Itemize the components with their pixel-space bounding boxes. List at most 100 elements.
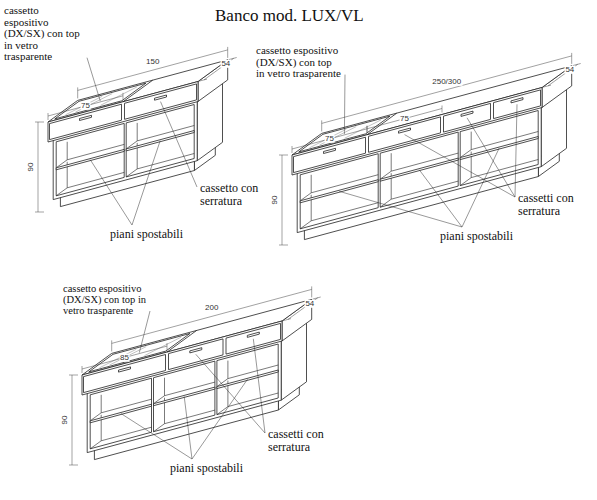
drawer-handle	[511, 98, 523, 103]
callout-text: piani spostabili	[170, 462, 243, 475]
top-box-front	[292, 88, 542, 176]
dimension-tick	[321, 120, 322, 131]
dimension-tick	[279, 155, 288, 156]
dimension-text: 75	[399, 114, 410, 122]
leader-line	[339, 191, 462, 227]
bay-inner-edge	[164, 378, 165, 396]
drawer-handle	[399, 128, 411, 133]
drawer-handle	[324, 148, 336, 153]
bay-inner-edge	[67, 142, 68, 160]
dimension-tick	[199, 79, 207, 81]
dimension-tick	[167, 343, 168, 350]
dimension-line	[38, 122, 39, 212]
movable-shelf	[460, 137, 538, 160]
bay-inner-edge	[165, 410, 215, 424]
leader-line	[90, 160, 132, 225]
leader-line	[132, 141, 160, 225]
drawer-handle	[461, 111, 473, 116]
dimension-text: 54	[564, 66, 575, 74]
dimension-tick	[123, 93, 124, 100]
leader-line	[419, 170, 462, 227]
dimension-line	[82, 346, 167, 369]
bay-inner-edge	[126, 169, 137, 177]
dimension-tick	[111, 340, 112, 351]
bay-inner-edge	[471, 132, 472, 150]
dimension-text: 150	[145, 58, 160, 66]
dimension-text: 54	[304, 299, 315, 307]
leader-line	[344, 75, 346, 135]
bay-inner-edge	[67, 172, 124, 187]
dimension-tick	[48, 113, 49, 120]
leader-line	[462, 148, 499, 227]
dimension-line	[48, 96, 123, 116]
dimension-line	[72, 375, 73, 465]
dimension-text: 90	[271, 195, 279, 206]
dimension-tick	[82, 366, 83, 373]
callout-text: piani spostabili	[440, 230, 513, 243]
dimension-text: 75	[80, 102, 91, 110]
bay-inner-edge	[311, 175, 312, 193]
drawer-handle	[119, 367, 131, 372]
lock-drawer-front	[169, 339, 224, 370]
bay-inner-edge	[217, 407, 228, 415]
dimension-line	[292, 129, 367, 149]
dimension-text: 54	[220, 60, 231, 68]
bay-inner-edge	[90, 441, 101, 449]
dimension-tick	[543, 85, 551, 87]
dimension-tick	[77, 87, 78, 98]
dimension-text: 250/300	[431, 77, 462, 85]
drawing-title: Banco mod. LUX/VL	[215, 7, 364, 25]
leader-line	[121, 414, 192, 460]
bay-inner-edge	[311, 203, 378, 221]
leader-line	[253, 339, 265, 433]
dimension-tick	[442, 106, 443, 113]
dimension-line	[282, 155, 283, 245]
dimension-tick	[279, 245, 288, 246]
movable-shelf	[380, 158, 458, 181]
dimension-tick	[35, 212, 44, 213]
dimension-text: 75	[324, 135, 335, 143]
leader-line	[87, 58, 100, 101]
top-box-top	[48, 60, 228, 122]
bay-inner-edge	[227, 361, 228, 379]
bay-inner-edge	[471, 160, 538, 178]
dimension-line	[78, 50, 228, 91]
lock-drawer-front	[226, 323, 281, 354]
lock-drawer-front	[444, 103, 491, 132]
callout-text: cassetti con serratura	[268, 428, 348, 453]
top-box-front	[82, 321, 282, 395]
bay-inner-edge	[228, 393, 278, 407]
dimension-text: 85	[119, 353, 130, 361]
bay-inner-edge	[300, 221, 311, 229]
drawer-handle	[80, 115, 92, 120]
dimension-text: 90	[27, 162, 35, 173]
leader-line	[467, 118, 515, 197]
bay-inner-edge	[460, 178, 471, 186]
leader-line	[405, 135, 516, 197]
bay-inner-edge	[391, 153, 392, 171]
callout-text: piani spostabili	[110, 228, 183, 241]
callout-text: cassetti con serratura	[518, 192, 593, 217]
dimension-tick	[571, 53, 572, 64]
bay-inner-edge	[137, 154, 194, 169]
bay-inner-edge	[56, 188, 67, 196]
callout-text: cassetto espositivo (DX/SX) con top in v…	[63, 283, 147, 316]
dimension-tick	[227, 47, 228, 58]
leader-line	[161, 102, 198, 187]
drawer-handle	[155, 95, 167, 100]
dimension-line	[288, 298, 318, 320]
dimension-text: 90	[61, 415, 69, 426]
drawer-handle	[190, 348, 202, 353]
dimension-tick	[69, 375, 78, 376]
callout-text: cassetto espositivo (DX/SX) con top in v…	[256, 45, 342, 80]
callout-text: cassetto espositivo (DX/SX) con top in v…	[4, 5, 84, 63]
bay-inner-edge	[101, 427, 151, 441]
leader-line	[139, 311, 150, 353]
leader-line	[196, 354, 265, 433]
movable-shelf	[90, 404, 151, 423]
dimension-tick	[35, 122, 44, 123]
dimension-tick	[311, 286, 312, 297]
movable-shelf	[217, 370, 278, 389]
top-box-front	[48, 82, 198, 143]
bay-inner-edge	[101, 395, 102, 413]
